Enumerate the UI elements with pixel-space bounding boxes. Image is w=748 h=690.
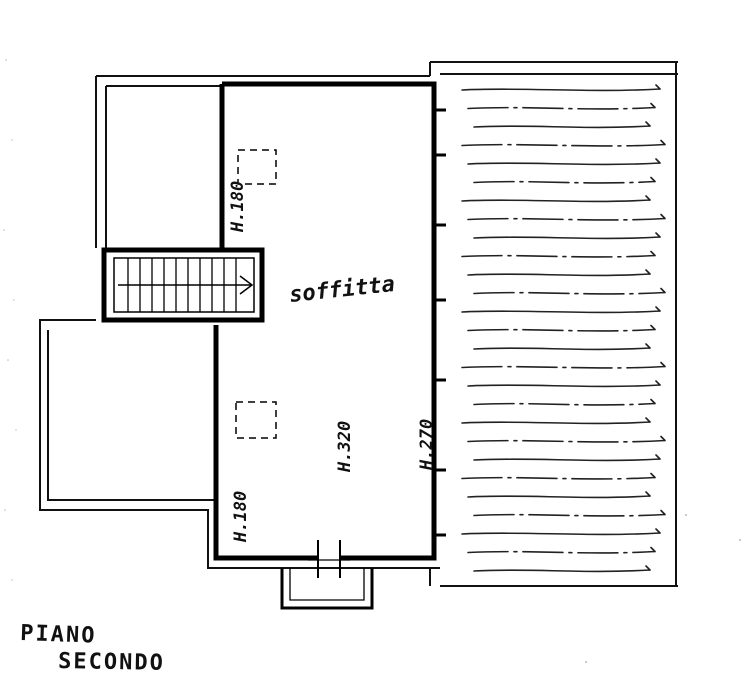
roof-hatch-stroke <box>461 195 651 203</box>
roof-hatch-stroke <box>473 176 656 184</box>
roof-hatch-stroke <box>461 528 661 536</box>
roof-hatch-stroke <box>473 287 666 295</box>
roof-hatch-stroke <box>467 102 656 110</box>
plan-title-line1: PIANO <box>20 621 97 649</box>
roof-hatch-stroke <box>473 454 661 462</box>
roof-hatch-stroke <box>467 158 661 166</box>
roof-hatch-stroke <box>461 84 661 92</box>
roof-hatch-stroke <box>467 269 651 277</box>
height-label-top-left: H.180 <box>228 181 248 233</box>
scan-speckle <box>3 59 741 663</box>
skylight-top <box>237 149 277 185</box>
skylight-bottom <box>235 401 277 439</box>
staircase <box>101 247 265 323</box>
height-label-center: H.320 <box>335 421 355 473</box>
roof-hatch-stroke <box>461 250 656 258</box>
roof-hatch-stroke <box>473 232 661 240</box>
roof-hatch-stroke <box>467 546 656 554</box>
roof-hatch-stroke <box>461 417 651 425</box>
roof-hatch-stroke <box>467 491 651 499</box>
roof-hatch-stroke <box>467 324 656 332</box>
roof-hatch-stroke <box>473 398 656 406</box>
room-label: soffitta <box>288 272 396 308</box>
height-label-bottom-left: H.180 <box>231 491 251 543</box>
roof-hatch-stroke <box>461 139 666 147</box>
roof-hatch-stroke <box>473 343 651 351</box>
roof-hatch-stroke <box>473 121 651 129</box>
roof-hatch-stroke <box>467 435 666 443</box>
roof-hatch-stroke <box>473 565 651 573</box>
roof-hatch-stroke <box>473 509 666 517</box>
outer-walls <box>39 61 678 587</box>
roof-hatching <box>461 84 666 573</box>
entrance-landing <box>280 540 374 610</box>
roof-hatch-stroke <box>461 306 661 314</box>
roof-hatch-stroke <box>461 361 666 369</box>
window-ticks <box>432 108 446 537</box>
plan-title-line2: SECONDO <box>58 649 165 676</box>
roof-hatch-stroke <box>467 380 661 388</box>
skylights <box>235 149 277 439</box>
height-label-right: H.270 <box>417 419 437 471</box>
attic-room-walls <box>213 81 437 561</box>
roof-hatch-stroke <box>467 213 666 221</box>
roof-hatch-stroke <box>461 472 656 480</box>
